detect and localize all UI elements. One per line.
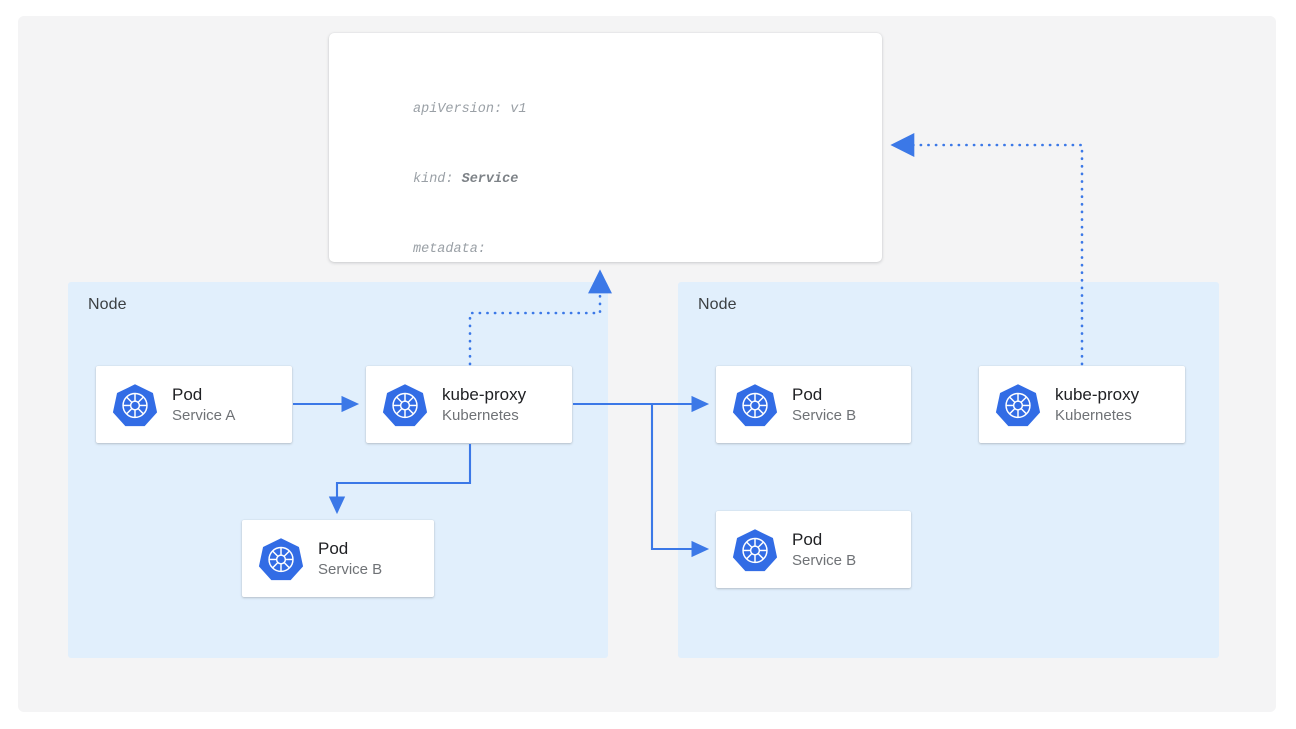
kubernetes-icon [112,382,158,428]
pod-box-text: Pod Service B [792,529,856,570]
node-label: Node [88,296,127,313]
kubernetes-icon [732,527,778,573]
pod-box-subtitle: Service B [792,406,857,424]
kube-proxy-box-subtitle: Kubernetes [442,406,519,424]
kube-proxy-box-title: kube-proxy [1055,385,1140,405]
kube-proxy-box-subtitle: Kubernetes [1055,406,1132,424]
kube-proxy-box-left[interactable]: kube-proxy Kubernetes [366,366,572,443]
pod-box-service-a[interactable]: Pod Service A [96,366,292,443]
pod-box-subtitle: Service B [318,560,383,578]
kube-proxy-box-title: kube-proxy [442,385,527,405]
service-manifest-code: apiVersion: v1 kind: Service metadata: n… [413,51,745,262]
yaml-line: metadata: [413,242,486,258]
pod-box-subtitle: Service A [172,406,236,424]
kube-proxy-box-text: kube-proxy Kubernetes [1055,384,1139,425]
node-container-left: Node [68,282,608,658]
pod-box-service-b-local[interactable]: Pod Service B [242,520,434,597]
pod-box-title: Pod [172,385,203,405]
pod-box-title: Pod [792,530,823,550]
kubernetes-icon [382,382,428,428]
yaml-line: kind: Service [413,172,519,188]
kubernetes-icon [732,382,778,428]
yaml-kind-value: Service [461,172,519,188]
pod-box-text: Pod Service B [318,538,382,579]
pod-box-subtitle: Service B [792,551,857,569]
node-container-right: Node [678,282,1219,658]
pod-box-title: Pod [318,539,349,559]
kube-proxy-box-right[interactable]: kube-proxy Kubernetes [979,366,1185,443]
pod-box-text: Pod Service A [172,384,235,425]
yaml-line: apiVersion: v1 [413,101,527,117]
pod-box-service-b-remote-bottom[interactable]: Pod Service B [716,511,911,588]
pod-box-service-b-remote-top[interactable]: Pod Service B [716,366,911,443]
node-label: Node [698,296,737,313]
kubernetes-icon [258,536,304,582]
pod-box-title: Pod [792,385,823,405]
kube-proxy-box-text: kube-proxy Kubernetes [442,384,526,425]
kubernetes-icon [995,382,1041,428]
pod-box-text: Pod Service B [792,384,856,425]
service-manifest-panel: apiVersion: v1 kind: Service metadata: n… [329,33,882,262]
